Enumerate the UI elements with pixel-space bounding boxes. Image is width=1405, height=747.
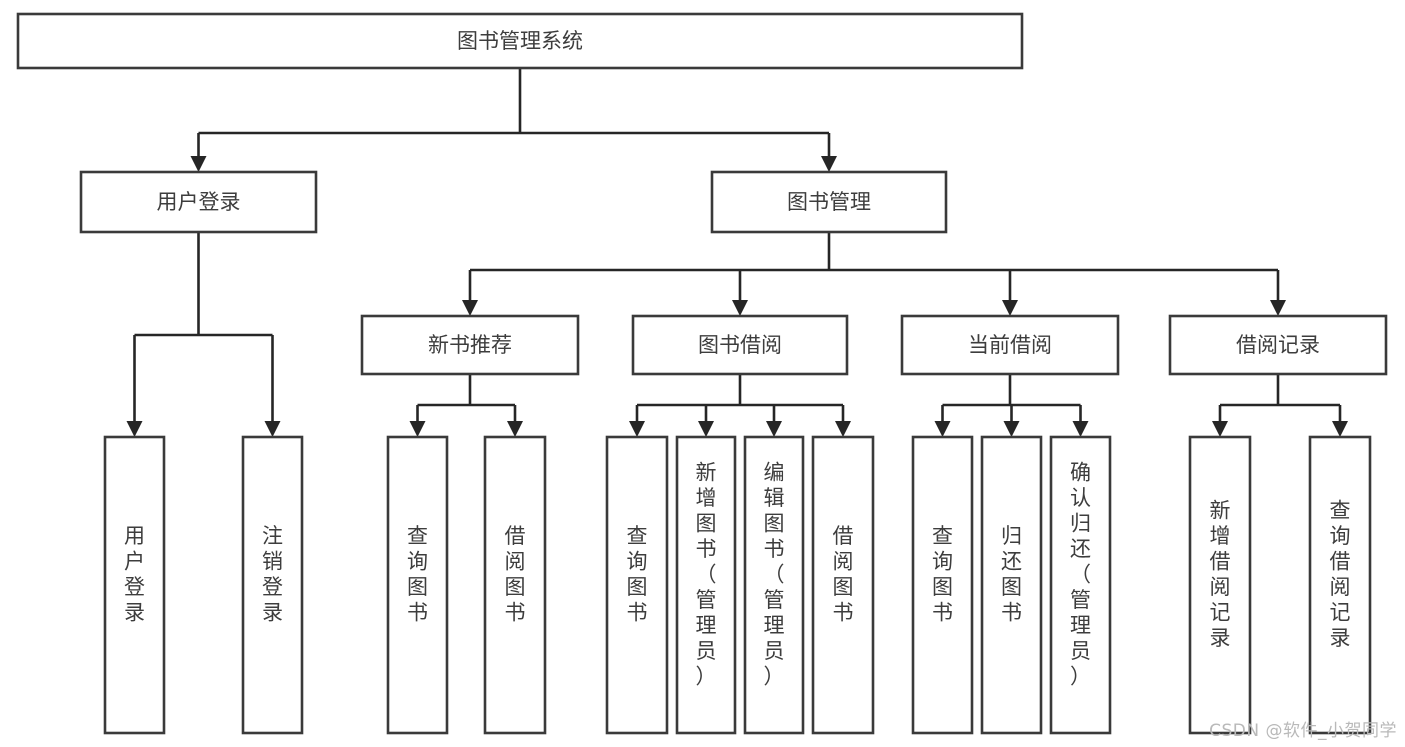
- arrow-head-icon: [766, 421, 782, 437]
- node-label: 编辑图书（管理员）: [764, 460, 785, 688]
- node-nb-query[interactable]: 查询图书: [386, 435, 449, 735]
- arrow-head-icon: [821, 156, 837, 172]
- node-label: 归还图书: [1001, 524, 1022, 625]
- node-l3-user-logout[interactable]: 注销登录: [241, 435, 304, 735]
- arrow-head-icon: [190, 156, 207, 172]
- node-box[interactable]: [900, 314, 1120, 376]
- node-login[interactable]: 用户登录: [79, 170, 318, 234]
- node-label: 借阅图书: [833, 524, 854, 625]
- node-label: 新增借阅记录: [1210, 499, 1231, 651]
- arrow-head-icon: [1003, 421, 1020, 437]
- arrow-head-icon: [264, 421, 281, 437]
- node-box[interactable]: [710, 170, 948, 234]
- node-bw-add[interactable]: 新增图书（管理员）: [675, 435, 737, 735]
- node-l3-user-login[interactable]: 用户登录: [103, 435, 166, 735]
- node-label: 查询图书: [627, 524, 648, 625]
- node-label: 查询图书: [407, 524, 428, 625]
- node-newbook[interactable]: 新书推荐: [360, 314, 580, 376]
- node-rec-query[interactable]: 查询借阅记录: [1308, 435, 1372, 735]
- node-label: 图书借阅: [698, 333, 782, 357]
- edge-group-current: [934, 374, 1089, 437]
- node-nb-borrow[interactable]: 借阅图书: [483, 435, 547, 735]
- node-label: 新增图书（管理员）: [696, 460, 717, 688]
- node-label: 图书管理系统: [457, 29, 583, 53]
- node-label: 新书推荐: [428, 333, 512, 357]
- arrow-head-icon: [1332, 421, 1348, 437]
- edge-group-newbook: [409, 374, 523, 437]
- node-box[interactable]: [16, 12, 1024, 70]
- node-cur-confirm[interactable]: 确认归还（管理员）: [1049, 435, 1112, 735]
- node-label: 用户登录: [124, 524, 145, 625]
- arrow-head-icon: [507, 421, 523, 437]
- arrow-head-icon: [126, 421, 143, 437]
- node-rec-add[interactable]: 新增借阅记录: [1188, 435, 1252, 735]
- arrow-head-icon: [732, 300, 748, 316]
- node-bw-query[interactable]: 查询图书: [605, 435, 669, 735]
- node-box[interactable]: [79, 170, 318, 234]
- node-label: 确认归还（管理员）: [1070, 460, 1091, 688]
- edges-layer: [126, 68, 1348, 437]
- node-box[interactable]: [1049, 435, 1112, 735]
- arrow-head-icon: [629, 421, 645, 437]
- edge-group-borrow: [629, 374, 851, 437]
- node-box[interactable]: [1168, 314, 1388, 376]
- edge-group-bookmgmt: [462, 232, 1286, 316]
- arrow-head-icon: [835, 421, 851, 437]
- csdn-watermark: CSDN @软件_小贺同学: [1209, 721, 1397, 741]
- node-root[interactable]: 图书管理系统: [16, 12, 1024, 70]
- node-box[interactable]: [1308, 435, 1372, 735]
- node-borrow[interactable]: 图书借阅: [631, 314, 849, 376]
- node-bookmgmt[interactable]: 图书管理: [710, 170, 948, 234]
- arrow-head-icon: [409, 421, 426, 437]
- node-label: 图书管理: [787, 190, 871, 214]
- node-label: 用户登录: [157, 190, 241, 214]
- node-box[interactable]: [1188, 435, 1252, 735]
- node-label: 注销登录: [262, 524, 283, 625]
- arrow-head-icon: [1270, 300, 1286, 316]
- edge-group-records: [1212, 374, 1348, 437]
- nodes-layer: 图书管理系统用户登录图书管理用户登录注销登录新书推荐图书借阅当前借阅借阅记录查询…: [16, 12, 1388, 735]
- node-current[interactable]: 当前借阅: [900, 314, 1120, 376]
- node-box[interactable]: [811, 435, 875, 735]
- node-bw-borrow[interactable]: 借阅图书: [811, 435, 875, 735]
- node-label: 借阅记录: [1236, 333, 1320, 357]
- node-box[interactable]: [631, 314, 849, 376]
- node-bw-edit[interactable]: 编辑图书（管理员）: [743, 435, 805, 735]
- arrow-head-icon: [1072, 421, 1089, 437]
- node-box[interactable]: [386, 435, 449, 735]
- node-label: 查询图书: [932, 524, 953, 625]
- arrow-head-icon: [462, 300, 478, 316]
- arrow-head-icon: [1212, 421, 1228, 437]
- node-box[interactable]: [605, 435, 669, 735]
- edge-group-login: [126, 232, 281, 437]
- node-label: 查询借阅记录: [1330, 499, 1351, 651]
- arrow-head-icon: [1002, 300, 1018, 316]
- node-box[interactable]: [743, 435, 805, 735]
- node-box[interactable]: [675, 435, 737, 735]
- arrow-head-icon: [698, 421, 714, 437]
- arrow-head-icon: [934, 421, 951, 437]
- node-label: 当前借阅: [968, 333, 1052, 357]
- node-box[interactable]: [911, 435, 974, 735]
- node-cur-query[interactable]: 查询图书: [911, 435, 974, 735]
- node-records[interactable]: 借阅记录: [1168, 314, 1388, 376]
- node-label: 借阅图书: [505, 524, 526, 625]
- node-box[interactable]: [980, 435, 1043, 735]
- node-box[interactable]: [483, 435, 547, 735]
- node-box[interactable]: [360, 314, 580, 376]
- node-cur-return[interactable]: 归还图书: [980, 435, 1043, 735]
- edge-group-root: [190, 68, 837, 172]
- node-box[interactable]: [103, 435, 166, 735]
- node-box[interactable]: [241, 435, 304, 735]
